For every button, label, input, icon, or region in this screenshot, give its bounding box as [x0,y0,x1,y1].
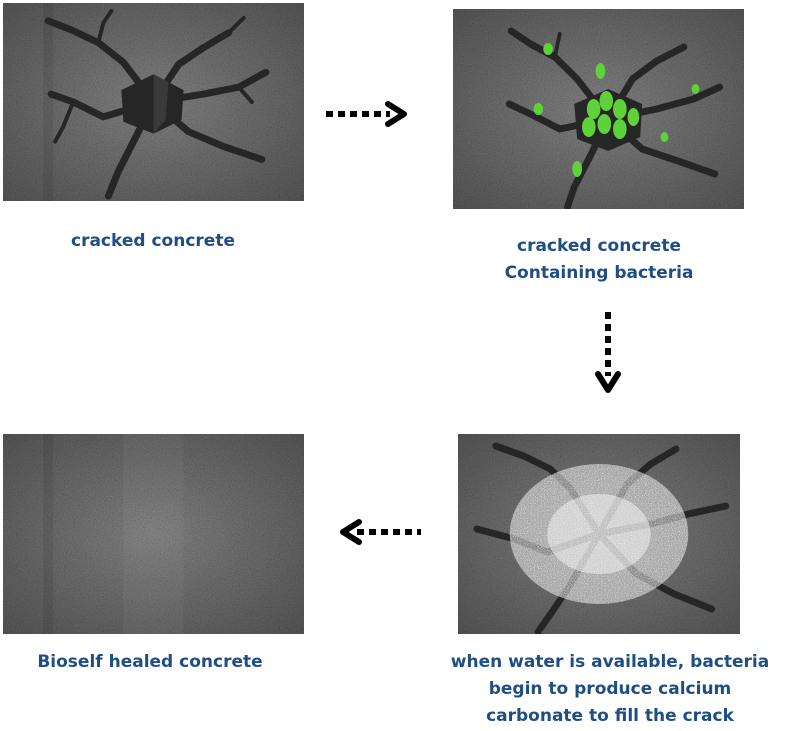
panel-healed-concrete [3,434,304,634]
panel-calcium-carbonate-filling [458,434,740,634]
caption-calcium-carbonate-filling: when water is available, bacteria begin … [425,649,795,730]
caption-line: Bioself healed concrete [37,652,263,672]
bacteria-cluster [533,43,700,177]
caption-healed-concrete: Bioself healed concrete [10,649,290,676]
crack-hole [121,74,184,134]
caption-cracked-with-bacteria: cracked concrete Containing bacteria [474,233,724,287]
caption-line: when water is available, bacteria [450,652,770,672]
arrow-right [322,100,412,128]
arrow-left [335,518,425,546]
panel-cracked-with-bacteria [453,9,744,209]
caption-line: begin to produce calcium [488,679,732,699]
caption-line: carbonate to fill the crack [486,706,734,726]
arrow-down [593,308,623,398]
panel-cracked-concrete [3,3,304,201]
calcium-carbonate-deposit [509,464,689,604]
caption-cracked-concrete: cracked concrete [28,228,278,255]
caption-line: Containing bacteria [504,263,694,283]
caption-line: cracked concrete [517,236,681,256]
caption-line: cracked concrete [71,231,235,251]
